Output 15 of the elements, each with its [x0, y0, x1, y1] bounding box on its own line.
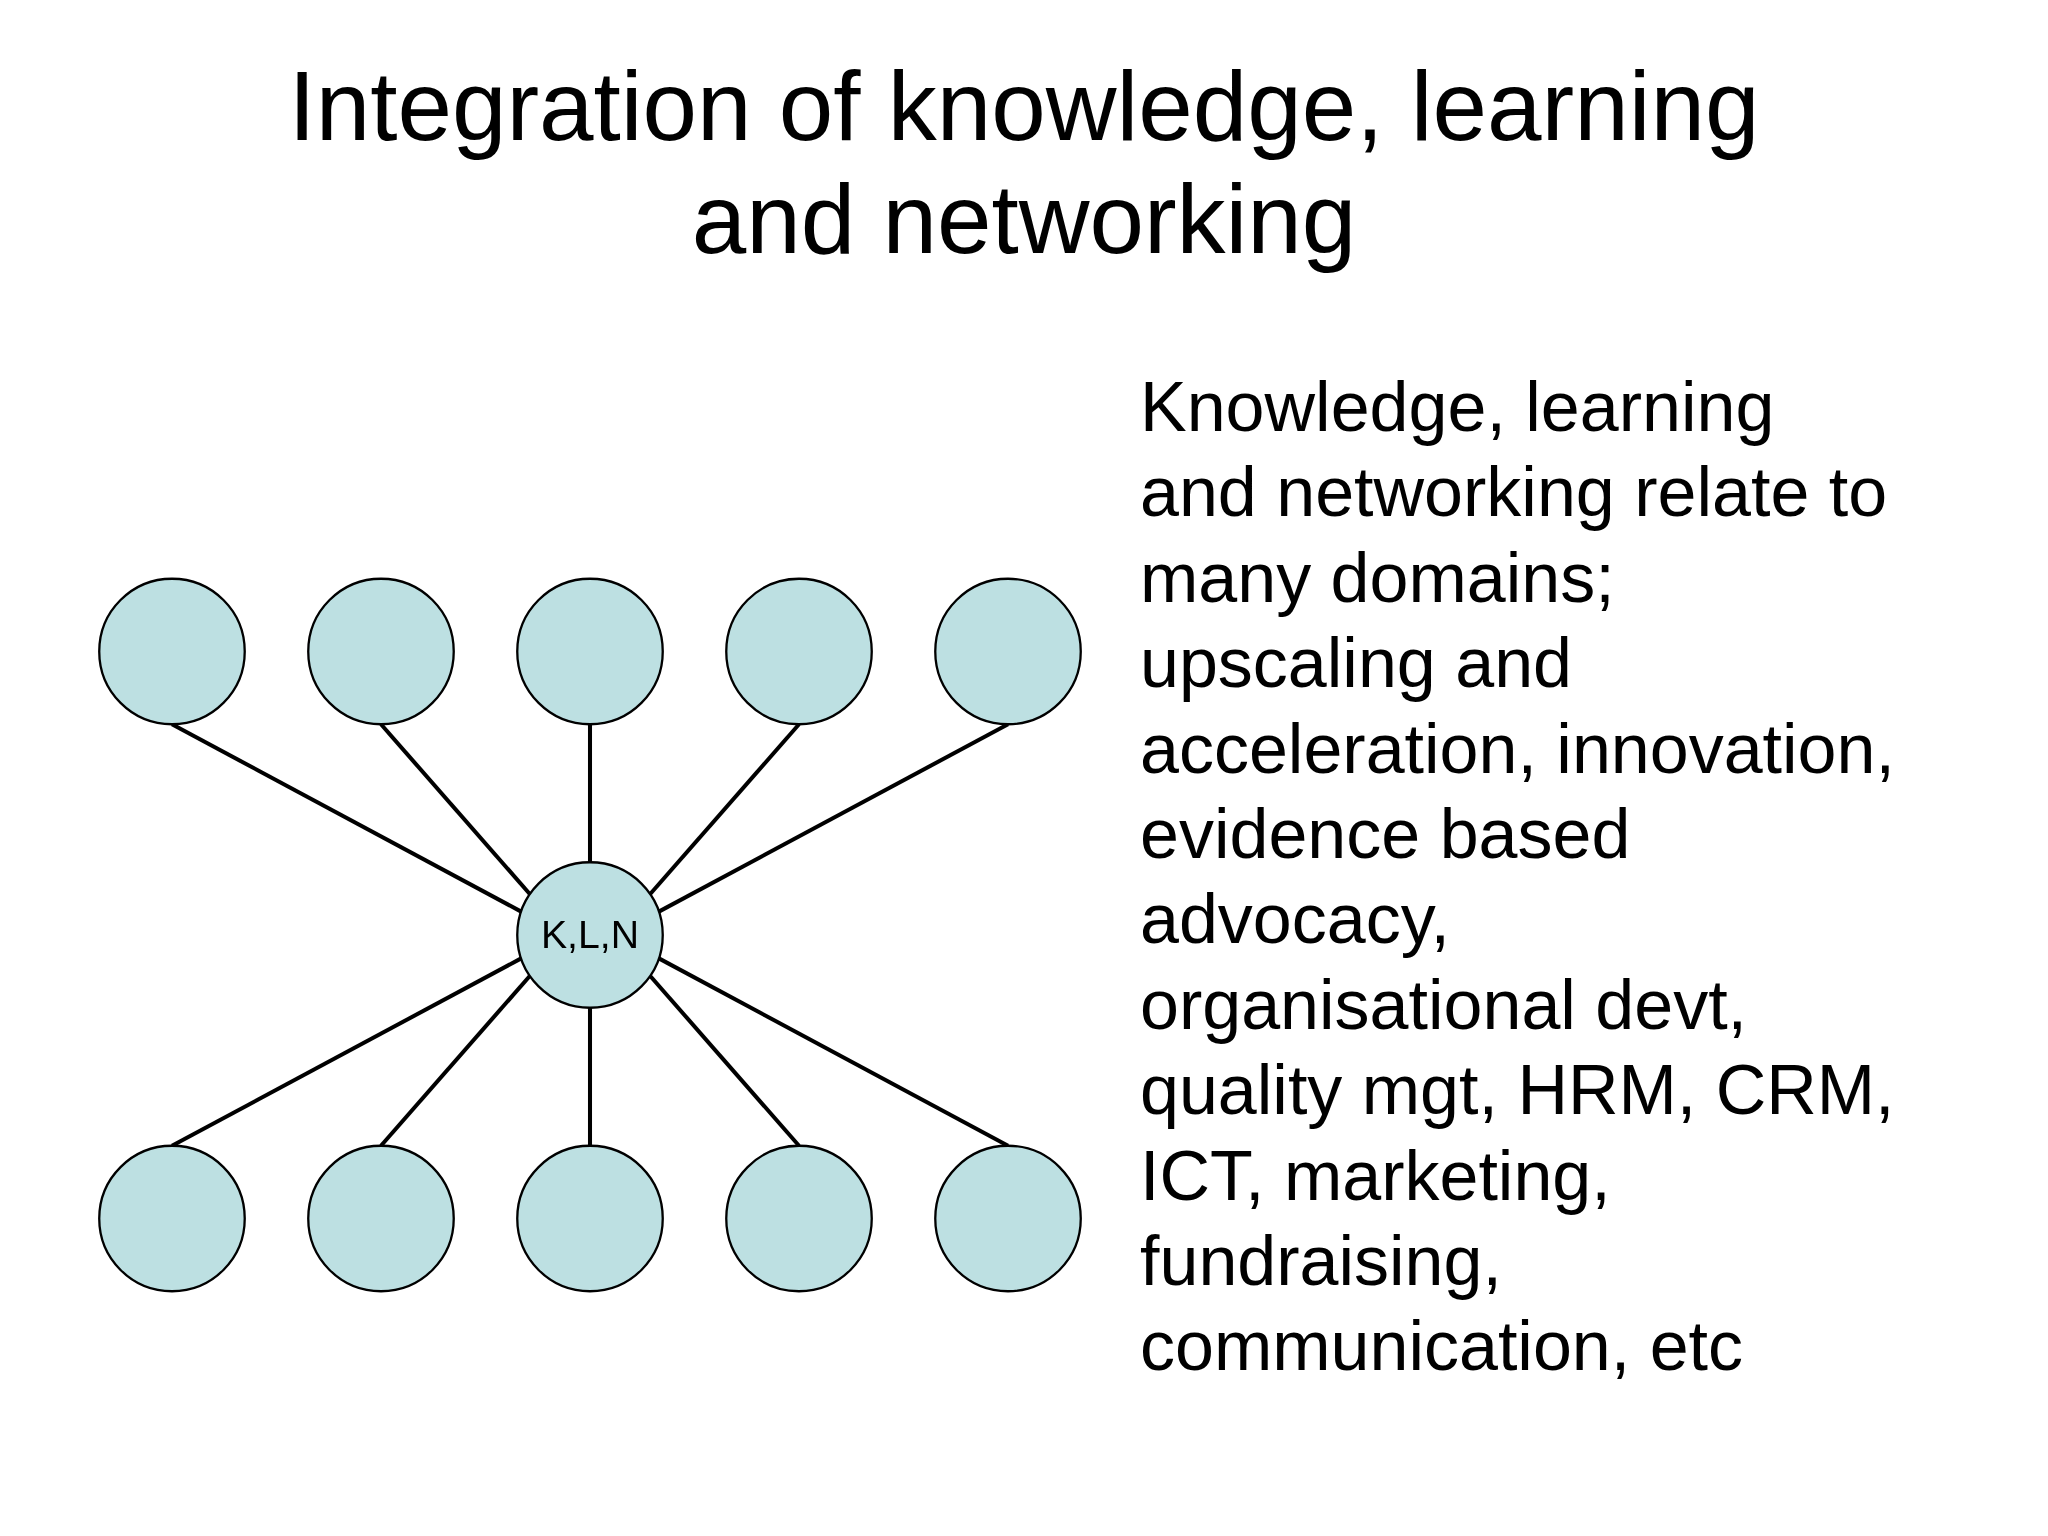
- node-circle: [934, 1144, 1082, 1293]
- connector: [588, 724, 592, 863]
- node-circle: [98, 577, 246, 726]
- node-circle: K,L,N: [516, 861, 664, 1009]
- node-circle: [307, 1144, 455, 1293]
- connector: [588, 1007, 592, 1146]
- description-text: Knowledge, learning and networking relate to many domains; upscaling and acceleration, innovation, evidence based advocacy, organisational devt, quality mgt, HRM, CRM, ICT, marketing, fundraising, communication, etc: [1140, 367, 1896, 1388]
- node-circle: [307, 577, 455, 726]
- node-circle: [516, 1144, 664, 1293]
- title: Integration of knowledge, learning and networking: [287, 50, 1761, 276]
- node-circle: [516, 577, 664, 726]
- node-circle: [725, 577, 873, 726]
- node-circle: [934, 577, 1082, 726]
- node-circle: [725, 1144, 873, 1293]
- node-circle: [98, 1144, 246, 1293]
